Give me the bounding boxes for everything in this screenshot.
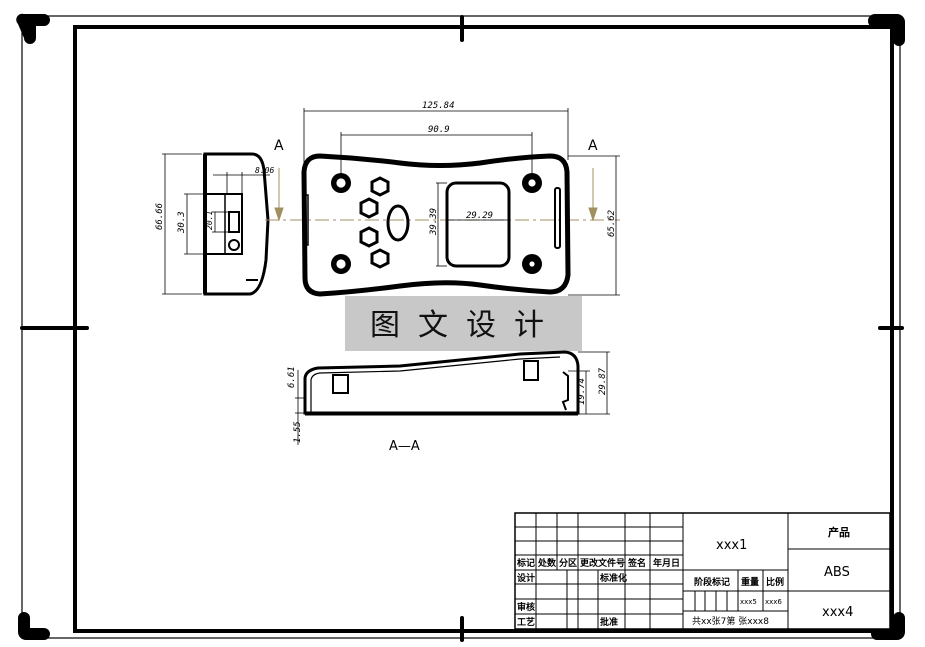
section-view-label: A—A — [389, 439, 420, 454]
top-view: 125.84 90.9 65.62 29.29 39.39 — [301, 101, 620, 297]
tb-sheet-info: 共xx张7第 张xxx8 — [692, 615, 769, 627]
tb-design-label: 设计 — [517, 572, 535, 584]
dim-overall-width: 125.84 — [422, 101, 455, 111]
tb-drawing-number: xxx4 — [822, 605, 853, 620]
dim-wall-base: 1.55 — [293, 421, 303, 443]
dim-wall-top: 6.61 — [287, 366, 297, 388]
dim-side-offset: 8.06 — [255, 166, 274, 175]
dim-hole-spacing: 90.9 — [428, 125, 450, 135]
watermark: 图文设计 — [345, 296, 582, 351]
tb-product-label: 产品 — [828, 525, 850, 539]
section-view: 29.87 19.74 6.61 1.55 A—A — [287, 350, 610, 454]
tb-header-signature: 签名 — [627, 557, 646, 569]
tb-header-date: 年月日 — [653, 557, 680, 569]
tb-process-label: 工艺 — [517, 616, 535, 628]
corner-mark-top-left — [16, 13, 50, 45]
title-block: 标记 处数 分区 更改文件号 签名 年月日 设计 标准化 审核 工艺 批准 xx… — [514, 512, 891, 630]
tb-standardization-label: 标准化 — [599, 572, 627, 584]
dim-side-slot-inner: 20.1 — [205, 211, 214, 230]
dim-window-width: 29.29 — [466, 211, 493, 221]
tb-material: ABS — [824, 565, 850, 580]
tb-weight-label: 重量 — [741, 576, 759, 588]
tb-scale-value: xxx6 — [765, 598, 782, 606]
tb-header-zone: 分区 — [559, 557, 577, 569]
side-view: 66.66 30.3 20.1 8.06 — [155, 152, 274, 296]
section-marker-right: A — [588, 138, 598, 154]
watermark-text: 图文设计 — [370, 308, 562, 343]
corner-mark-top-right — [868, 14, 905, 46]
dim-window-height: 39.39 — [429, 208, 439, 236]
tb-stage-label: 阶段标记 — [694, 576, 730, 588]
tb-review-label: 审核 — [517, 601, 535, 613]
dim-section-overall-height: 29.87 — [598, 367, 608, 395]
dim-section-inner-height: 19.74 — [577, 378, 587, 405]
tb-header-change-doc: 更改文件号 — [580, 557, 625, 569]
dim-side-overall-height: 66.66 — [155, 203, 165, 230]
centering-marks — [20, 15, 904, 642]
corner-mark-bottom-left — [18, 612, 50, 640]
section-marker-left: A — [274, 138, 284, 154]
tb-header-count: 处数 — [537, 557, 557, 569]
tb-drawing-name: xxx1 — [716, 538, 747, 553]
tb-weight-value: xxx5 — [740, 598, 757, 606]
dim-side-slot-height: 30.3 — [177, 211, 187, 234]
section-arrows — [274, 168, 598, 222]
tb-header-mark: 标记 — [516, 557, 535, 569]
dim-overall-height: 65.62 — [607, 210, 617, 237]
tb-scale-label: 比例 — [766, 576, 784, 588]
tb-approve-label: 批准 — [600, 616, 618, 628]
